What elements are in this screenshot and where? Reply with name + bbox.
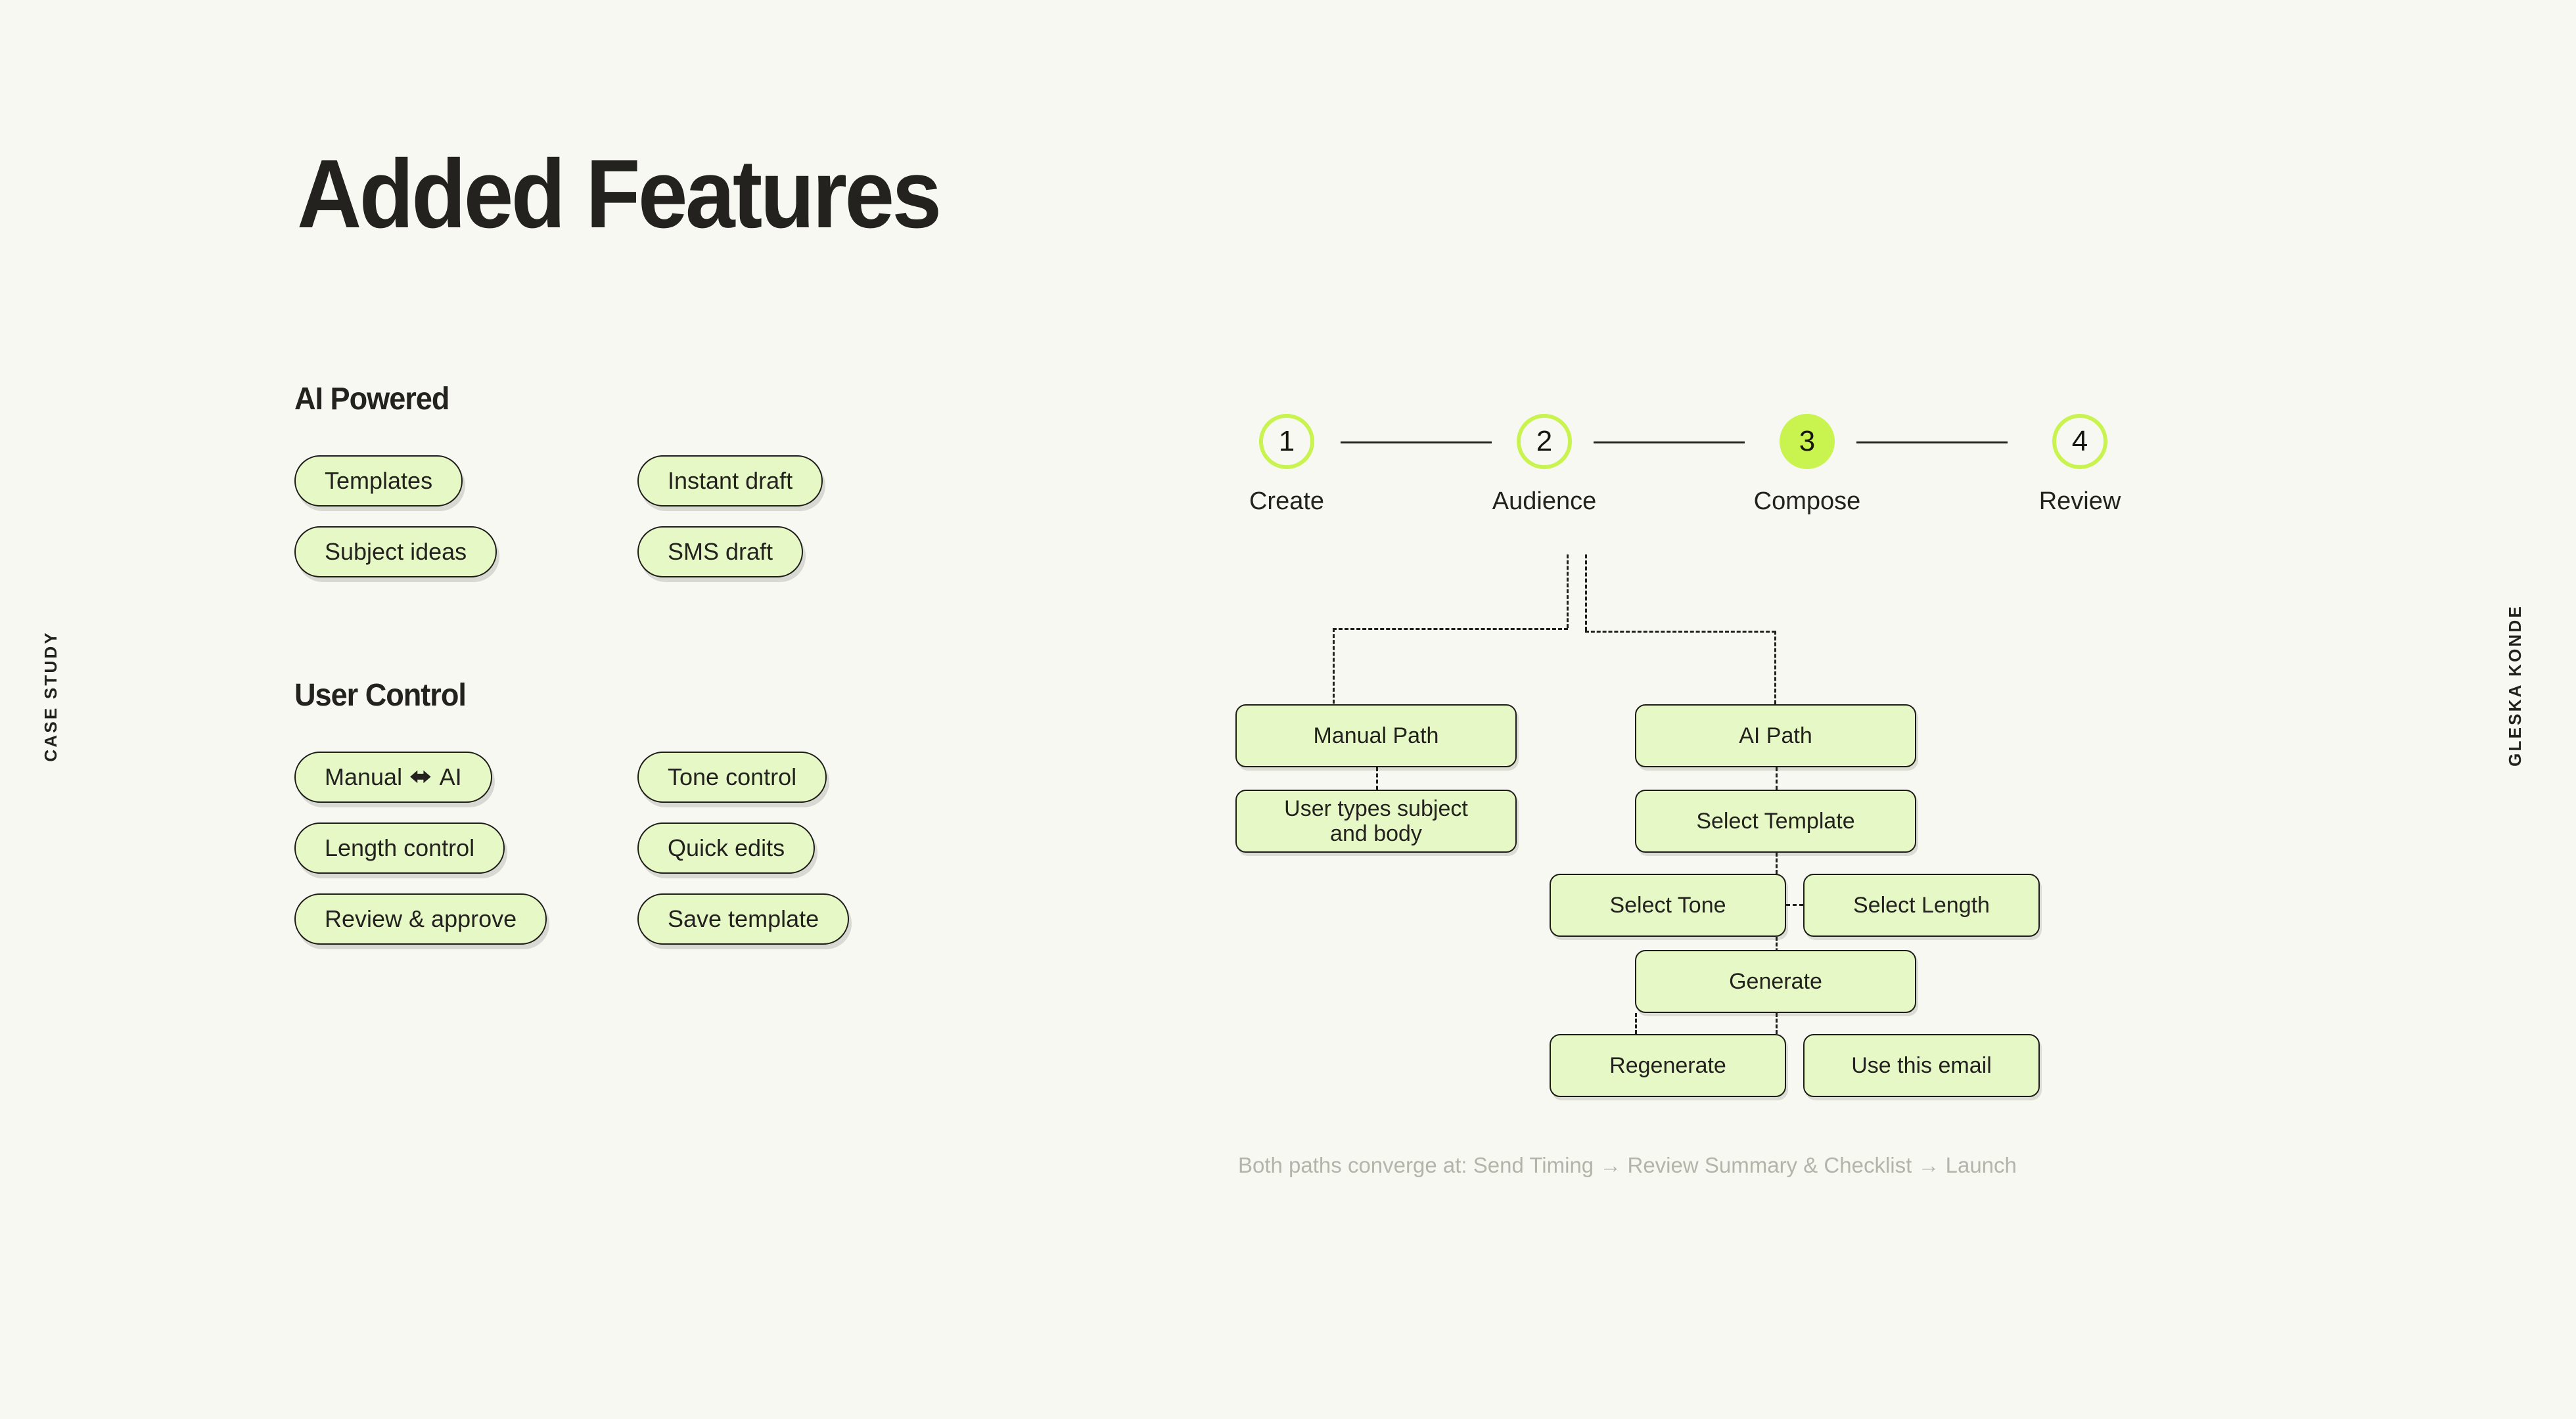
pill-cell: Subject ideas	[294, 526, 623, 577]
converge-note: Both paths converge at: Send Timing → Re…	[1238, 1153, 2017, 1177]
flow-connector	[1333, 628, 1568, 630]
section-heading-ai-powered: AI Powered	[294, 382, 449, 417]
step-label: Review	[2038, 487, 2121, 515]
step-number-badge: 2	[1517, 414, 1572, 469]
pill-label: Subject ideas	[325, 538, 467, 565]
flow-node-ai-path[interactable]: AI Path	[1635, 704, 1916, 767]
flow-node-select-template[interactable]: Select Template	[1635, 790, 1916, 853]
step-label: Compose	[1753, 487, 1861, 515]
page-title: Added Features	[297, 140, 942, 248]
pill-label: SMS draft	[668, 538, 773, 565]
flow-connector	[1635, 1013, 1637, 1034]
flow-node-select-length[interactable]: Select Length	[1803, 874, 2040, 937]
feature-pill-save-template[interactable]: Save template	[637, 893, 850, 945]
ai-powered-block: AI Powered Templates Instant draft Subje…	[294, 381, 1030, 577]
pill-cell: Quick edits	[637, 822, 966, 874]
flow-node-label: Select Template	[1696, 808, 1855, 834]
pill-cell: Instant draft	[637, 455, 966, 507]
pill-label: Save template	[668, 905, 819, 932]
step-number-badge: 1	[1259, 414, 1314, 469]
step-label: Audience	[1492, 487, 1597, 515]
pill-cell: Review & approve	[294, 893, 623, 945]
feature-pill-length-control[interactable]: Length control	[294, 822, 505, 874]
flow-node-label: Use this email	[1851, 1052, 1992, 1078]
pill-cell: Templates	[294, 455, 623, 507]
feature-pill-subject-ideas[interactable]: Subject ideas	[294, 526, 497, 577]
flow-node-user-types-subject-and-body[interactable]: User types subject and body	[1235, 790, 1517, 853]
ai-powered-pill-grid: Templates Instant draft Subject ideas SM…	[294, 455, 991, 577]
flow-node-label: Regenerate	[1609, 1052, 1726, 1078]
step-label: Create	[1249, 487, 1325, 515]
feature-pill-quick-edits[interactable]: Quick edits	[637, 822, 816, 874]
author-side-label: GLESKA KONDE	[2505, 604, 2525, 767]
pill-label: Quick edits	[668, 834, 785, 861]
pill-label-ai: AI	[439, 763, 462, 790]
flow-node-use-this-email[interactable]: Use this email	[1803, 1034, 2040, 1097]
feature-pill-sms-draft[interactable]: SMS draft	[637, 526, 804, 577]
flow-connector	[1333, 628, 1335, 704]
flow-connector	[1776, 767, 1778, 790]
feature-pill-manual-ai-toggle[interactable]: Manual ⬌ AI	[294, 752, 492, 803]
flow-node-label: AI Path	[1739, 723, 1812, 748]
double-arrow-icon: ⬌	[409, 764, 432, 789]
flow-node-label: Select Tone	[1609, 892, 1726, 918]
pill-cell: Manual ⬌ AI	[294, 752, 623, 803]
pill-label: Length control	[325, 834, 475, 861]
flow-connector	[1376, 767, 1378, 790]
step-number-badge: 3	[1780, 414, 1835, 469]
step-item-review[interactable]: 4 Review	[2014, 414, 2146, 516]
flow-node-manual-path[interactable]: Manual Path	[1235, 704, 1517, 767]
flow-node-select-tone[interactable]: Select Tone	[1550, 874, 1786, 937]
pill-cell: Tone control	[637, 752, 966, 803]
step-item-compose[interactable]: 3 Compose	[1741, 414, 1873, 516]
pill-label-manual: Manual	[325, 763, 403, 790]
flow-node-label: User types subject and body	[1284, 796, 1468, 846]
flow-connector	[1585, 554, 1587, 631]
step-connector-line	[1856, 441, 2008, 443]
stepper: 1 Create 2 Audience 3 Compose 4 Review	[1235, 414, 2353, 552]
feature-pill-review-approve[interactable]: Review & approve	[294, 893, 547, 945]
step-item-create[interactable]: 1 Create	[1221, 414, 1352, 516]
feature-pill-tone-control[interactable]: Tone control	[637, 752, 827, 803]
feature-pill-templates[interactable]: Templates	[294, 455, 463, 507]
pill-cell: Save template	[637, 893, 966, 945]
pill-label: Tone control	[668, 763, 797, 790]
flow-connector	[1776, 937, 1778, 958]
step-connector-line	[1594, 441, 1745, 443]
user-control-block: User Control Manual ⬌ AI Tone control Le…	[294, 677, 1030, 945]
section-heading-user-control: User Control	[294, 678, 467, 713]
pill-cell: Length control	[294, 822, 623, 874]
pill-cell: SMS draft	[637, 526, 966, 577]
step-number-badge: 4	[2052, 414, 2107, 469]
flow-node-generate[interactable]: Generate	[1635, 950, 1916, 1013]
pill-label: Templates	[325, 467, 433, 494]
flow-column: 1 Create 2 Audience 3 Compose 4 Review M…	[1235, 414, 2353, 1097]
case-study-side-label: CASE STUDY	[41, 631, 60, 762]
user-control-pill-grid: Manual ⬌ AI Tone control Length control …	[294, 752, 991, 945]
flow-node-label: Select Length	[1853, 892, 1990, 918]
step-connector-line	[1341, 441, 1492, 443]
flow-connector	[1776, 1013, 1778, 1034]
flow-diagram: Manual Path User types subject and body …	[1235, 554, 2353, 1097]
pill-label: Instant draft	[668, 467, 793, 494]
flow-connector	[1567, 554, 1569, 628]
features-column: AI Powered Templates Instant draft Subje…	[294, 381, 1030, 945]
flow-connector	[1776, 853, 1778, 874]
flow-node-label: Generate	[1729, 968, 1822, 994]
flow-connector	[1774, 631, 1776, 704]
flow-connector	[1585, 631, 1776, 633]
flow-node-label: Manual Path	[1313, 723, 1439, 748]
feature-pill-instant-draft[interactable]: Instant draft	[637, 455, 823, 507]
flow-connector	[1786, 904, 1803, 906]
pill-label: Review & approve	[325, 905, 517, 932]
step-item-audience[interactable]: 2 Audience	[1479, 414, 1610, 516]
flow-node-regenerate[interactable]: Regenerate	[1550, 1034, 1786, 1097]
